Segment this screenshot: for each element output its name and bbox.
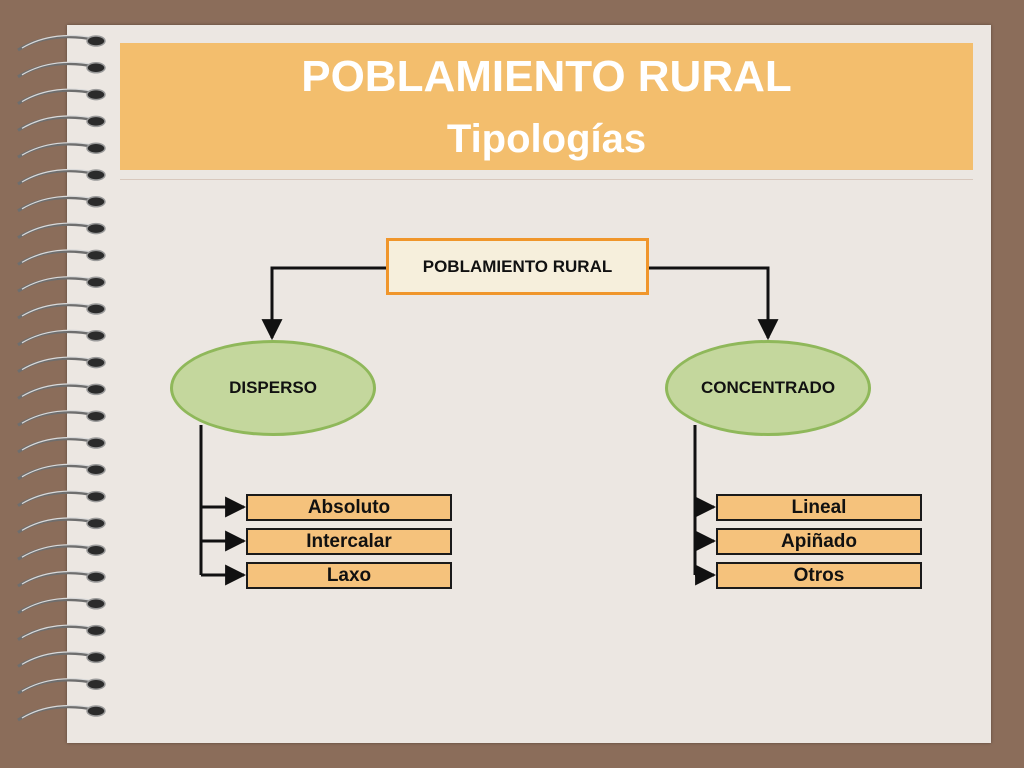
binding-hole [86, 169, 106, 181]
binding-ring-highlight [21, 597, 95, 612]
binding-hole [86, 276, 106, 288]
branch-node-disperso: DISPERSO [170, 340, 376, 436]
binding-ring-highlight [21, 302, 95, 317]
binding-hole [86, 598, 106, 610]
binding-hole [86, 544, 106, 556]
leaf-laxo: Laxo [246, 562, 452, 589]
binding-hole [86, 410, 106, 422]
binding-ring-highlight [21, 517, 95, 531]
connector-root-disperso [261, 266, 386, 341]
binding-ring-highlight [21, 88, 95, 103]
binding-hole [86, 517, 106, 530]
binding-ring-highlight [21, 436, 95, 451]
binding-hole [86, 356, 106, 369]
leaf-intercalar: Intercalar [246, 528, 452, 555]
binding-hole [86, 115, 106, 128]
binding-hole [86, 571, 106, 583]
binding-ring-highlight [21, 115, 95, 129]
binding-hole [86, 142, 106, 154]
binding-ring-highlight [21, 651, 95, 665]
binding-ring-highlight [21, 356, 95, 371]
binding-hole [86, 437, 106, 449]
binding-hole [86, 383, 106, 396]
slide-title: POBLAMIENTO RURAL [301, 52, 792, 101]
binding-ring-highlight [21, 249, 95, 263]
binding-ring-highlight [21, 704, 95, 719]
binding-ring-highlight [21, 195, 95, 210]
binding-hole [86, 678, 106, 690]
binding-hole [86, 464, 106, 476]
leaf-lineal: Lineal [716, 494, 922, 521]
binding-ring-highlight [21, 61, 95, 76]
binding-hole [86, 222, 106, 235]
binding-ring-highlight [21, 276, 95, 290]
binding-ring-highlight [21, 678, 95, 692]
binding-ring-highlight [21, 624, 95, 639]
binding-hole [86, 35, 106, 47]
leaf-absoluto: Absoluto [246, 494, 452, 521]
binding-ring-highlight [21, 222, 95, 237]
root-node: POBLAMIENTO RURAL [386, 238, 649, 295]
binding-hole [86, 705, 106, 717]
binding-ring-highlight [21, 490, 95, 505]
binding-hole [86, 249, 106, 262]
binding-ring-highlight [21, 544, 95, 558]
spiral-binding [17, 34, 106, 722]
binding-ring-highlight [21, 463, 95, 478]
binding-hole [86, 303, 106, 315]
binding-hole [86, 624, 106, 637]
binding-ring-highlight [21, 570, 95, 585]
binding-ring-highlight [21, 34, 95, 49]
binding-ring-highlight [21, 142, 95, 156]
leaf-apinado: Apiñado [716, 528, 922, 555]
binding-hole [86, 62, 106, 74]
leaf-otros: Otros [716, 562, 922, 589]
binding-hole [86, 651, 106, 664]
divider [120, 179, 973, 180]
binding-hole [86, 88, 106, 101]
binding-hole [86, 490, 106, 503]
binding-hole [86, 196, 106, 208]
binding-ring-highlight [21, 383, 95, 397]
title-banner: POBLAMIENTO RURAL Tipologías [120, 43, 973, 170]
slide-subtitle: Tipologías [446, 117, 647, 161]
binding-ring-highlight [21, 329, 95, 344]
connector-root-concentrado [649, 266, 779, 341]
binding-ring-highlight [21, 410, 95, 424]
binding-hole [86, 330, 106, 342]
binding-ring-highlight [21, 168, 95, 183]
branch-node-concentrado: CONCENTRADO [665, 340, 871, 436]
